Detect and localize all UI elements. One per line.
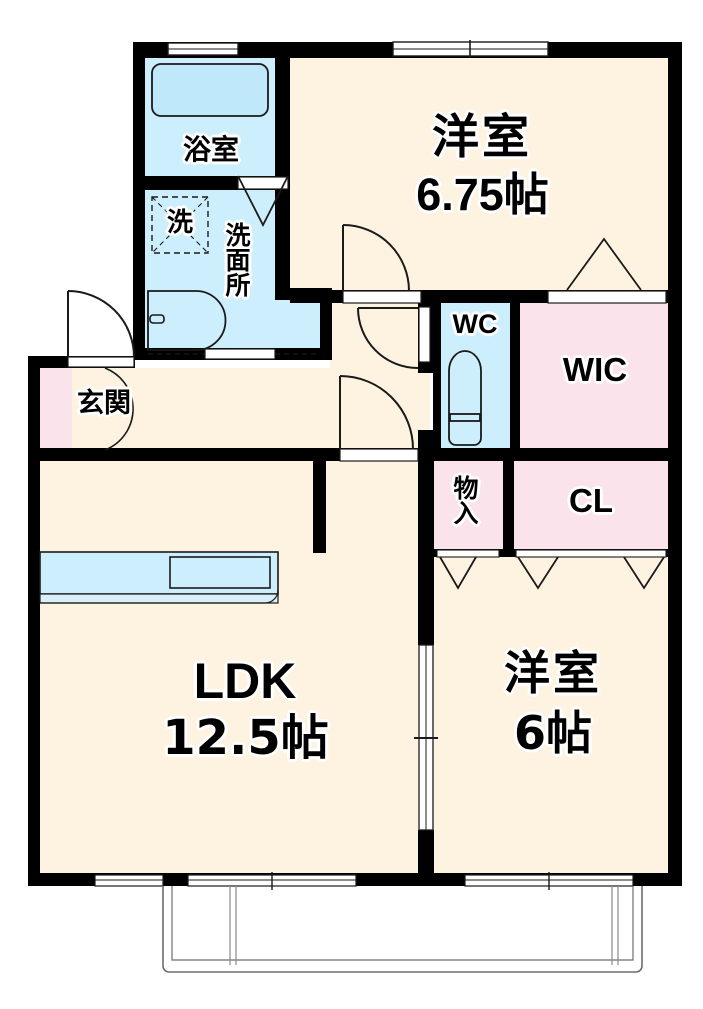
closet-fold-mark-3 bbox=[623, 556, 665, 590]
wall-cl-div bbox=[503, 460, 514, 555]
wall-wic-bot bbox=[433, 448, 682, 461]
label-ldk-area: 12.5帖 bbox=[162, 710, 329, 766]
wc-fill bbox=[440, 303, 510, 450]
label-washer-space: 洗 bbox=[166, 208, 193, 238]
room-fills bbox=[40, 58, 668, 885]
kitchen-counter bbox=[39, 551, 279, 604]
wall-right-top bbox=[668, 42, 682, 555]
wall-wc-right bbox=[510, 303, 520, 455]
wall-left-outer bbox=[28, 356, 40, 885]
door-bath bbox=[237, 176, 289, 190]
label-bedroom2-area: 6帖 bbox=[513, 706, 592, 760]
washer-space bbox=[151, 196, 209, 254]
door-cl bbox=[515, 549, 667, 558]
wall-hall-bot bbox=[28, 448, 433, 461]
label-cl: CL bbox=[569, 482, 613, 519]
genkan-fill bbox=[40, 368, 72, 450]
door-monoire bbox=[436, 549, 500, 558]
label-monoire: 物入 bbox=[450, 475, 479, 525]
wic-fill bbox=[518, 303, 668, 450]
wall-wc-left bbox=[433, 303, 441, 455]
door-bath-swing bbox=[237, 175, 289, 227]
cl-fill bbox=[513, 460, 668, 555]
wall-washroom-right bbox=[320, 288, 332, 360]
fixtures bbox=[39, 63, 643, 973]
window-ldk-left bbox=[94, 874, 164, 887]
toilet bbox=[448, 350, 482, 446]
label-washroom: 洗面所 bbox=[222, 222, 251, 297]
label-wic: WIC bbox=[562, 351, 628, 388]
label-bath: 浴室 bbox=[182, 133, 239, 166]
bathtub bbox=[151, 63, 269, 117]
door-wc bbox=[418, 306, 431, 363]
closet-bedroom1-mark bbox=[566, 237, 642, 291]
closet-fold-mark-2 bbox=[517, 556, 559, 590]
monoire-fill bbox=[433, 460, 503, 555]
door-swings bbox=[67, 175, 665, 590]
wall-ldk-right-a bbox=[418, 460, 434, 645]
door-washroom bbox=[204, 348, 276, 360]
wall-bath-right bbox=[275, 58, 290, 290]
wall-ldk-right-b bbox=[418, 830, 434, 885]
wall-bath-left bbox=[133, 42, 145, 360]
door-genkan bbox=[67, 356, 135, 368]
hall-fill bbox=[72, 368, 330, 450]
closet-fold-mark-1 bbox=[439, 556, 477, 590]
ldk-fill bbox=[40, 460, 418, 885]
wall-right-bot bbox=[668, 555, 682, 885]
label-genkan: 玄関 bbox=[77, 388, 131, 419]
washbasin bbox=[147, 290, 227, 351]
label-bedroom1-area: 6.75帖 bbox=[416, 169, 549, 220]
label-ldk-name: LDK bbox=[193, 653, 297, 709]
bedroom2-fill bbox=[433, 555, 668, 885]
door-genkan-inner bbox=[104, 367, 134, 451]
balcony bbox=[162, 886, 643, 973]
label-bedroom1-name: 洋室 bbox=[432, 110, 532, 165]
door-bedroom1-closet bbox=[547, 290, 667, 304]
kitchen-sink bbox=[169, 556, 271, 589]
windows bbox=[67, 40, 667, 890]
label-wc: WC bbox=[452, 309, 498, 339]
door-hall-ldk bbox=[339, 448, 419, 462]
label-bedroom2-name: 洋室 bbox=[504, 646, 602, 700]
wall-ldk-stub bbox=[313, 461, 326, 553]
bedroom1-fill bbox=[290, 58, 668, 290]
door-bedroom1 bbox=[342, 290, 422, 304]
